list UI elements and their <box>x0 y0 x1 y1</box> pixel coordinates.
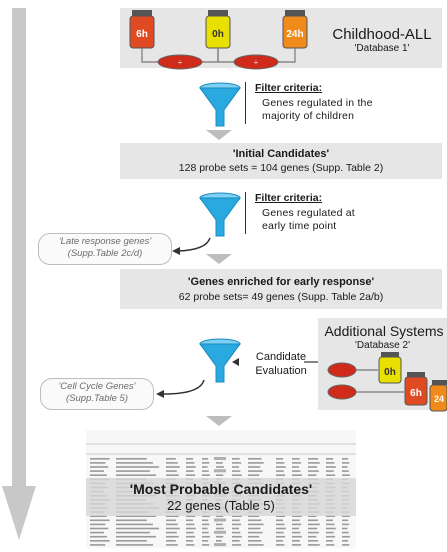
genes-enriched-bar <box>120 269 442 309</box>
curved-arrow-icon <box>172 237 211 255</box>
filter-funnel-icon <box>199 338 241 383</box>
down-arrow-icon <box>206 416 232 426</box>
evaluation-line2: Evaluation <box>255 365 307 377</box>
filter1-line1: Genes regulated in the <box>262 97 373 109</box>
filter2-line2: early time point <box>262 220 337 232</box>
evaluation-line1: Candidate <box>255 351 307 363</box>
filter2-line1: Genes regulated at <box>262 207 355 219</box>
tube-24h-icon: 24 <box>429 380 447 412</box>
initial-title: 'Initial Candidates' <box>232 148 330 160</box>
tube-label: 24h <box>286 29 303 40</box>
final-text: 22 genes (Table 5) <box>167 498 275 513</box>
tube-0h-icon: 0h <box>378 352 402 384</box>
filter1-title: Filter criteria: <box>255 82 323 94</box>
childhood-tubes-diagram: 6h 0h 24h ÷ ÷ <box>129 10 308 70</box>
tube-6h-icon: 6h <box>129 10 155 49</box>
tube-6h-icon: 6h <box>404 372 428 406</box>
tube-0h-icon: 0h <box>205 10 231 49</box>
late-line2: (Supp.Table 2c/d) <box>67 248 143 259</box>
cell-cycle-callout: 'Cell Cycle Genes' (Supp.Table 5) <box>40 378 154 410</box>
tube-label: 6h <box>410 388 422 399</box>
childhood-subtitle: 'Database 1' <box>354 43 410 54</box>
initial-text: 128 probe sets = 104 genes (Supp. Table … <box>178 162 384 174</box>
tube-label: 24 <box>434 394 444 404</box>
additional-tubes-diagram: 0h 6h 24 <box>327 352 447 412</box>
cellcycle-line2: (Supp.Table 5) <box>66 393 128 404</box>
svg-text:÷: ÷ <box>254 58 259 67</box>
additional-title: Additional Systems <box>324 323 444 339</box>
funnel-divider <box>245 192 246 234</box>
enriched-text: 62 probe sets= 49 genes (Supp. Table 2a/… <box>178 291 384 303</box>
tube-24h-icon: 24h <box>282 10 308 49</box>
tube-label: 6h <box>136 29 148 40</box>
funnel-divider <box>245 82 246 124</box>
late-response-callout: 'Late response genes' (Supp.Table 2c/d) <box>38 233 172 265</box>
filter2-title: Filter criteria: <box>255 192 323 204</box>
final-candidates-bar <box>86 478 356 516</box>
childhood-title: Childhood-ALL <box>332 26 432 43</box>
filter-funnel-icon <box>199 192 241 237</box>
svg-text:÷: ÷ <box>178 58 183 67</box>
additional-subtitle: 'Database 2' <box>355 340 410 351</box>
filter-funnel-icon <box>199 82 241 127</box>
left-arrow-icon <box>232 358 318 366</box>
curved-arrow-icon <box>156 379 205 398</box>
tube-label: 0h <box>384 367 396 378</box>
main-flow-arrow <box>2 8 36 540</box>
down-arrow-icon <box>206 254 232 264</box>
tube-label: 0h <box>212 29 224 40</box>
late-line1: 'Late response genes' <box>58 236 152 247</box>
filter1-line2: majority of children <box>262 110 355 122</box>
final-title: 'Most Probable Candidates' <box>129 481 313 497</box>
down-arrow-icon <box>206 130 232 140</box>
enriched-title: 'Genes enriched for early response' <box>187 276 375 288</box>
cellcycle-line1: 'Cell Cycle Genes' <box>58 381 136 392</box>
initial-candidates-bar <box>120 143 442 179</box>
